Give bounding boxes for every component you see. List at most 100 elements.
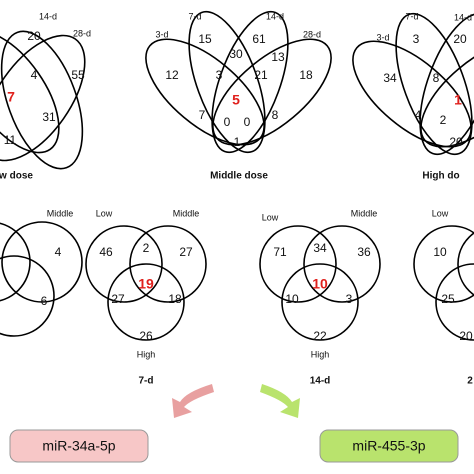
region-count: 0 bbox=[224, 115, 231, 129]
venn-ellipse bbox=[211, 10, 289, 154]
highlight-count: 19 bbox=[138, 276, 154, 292]
arrow-down-left-icon bbox=[172, 384, 214, 418]
set-label: High bbox=[137, 349, 156, 359]
region-count: 27 bbox=[111, 292, 125, 306]
region-count: 30 bbox=[229, 47, 243, 61]
region-count: 18 bbox=[299, 68, 313, 82]
venn-circle bbox=[129, 225, 207, 303]
region-count: 10 bbox=[433, 245, 447, 259]
region-count: 31 bbox=[42, 110, 56, 124]
region-count: 8 bbox=[272, 108, 279, 122]
venn-ellipse bbox=[188, 10, 266, 154]
highlight-count: 1 bbox=[454, 92, 462, 108]
set-label: 14-d bbox=[454, 12, 472, 22]
venn-high-dose: 3-d 7-d 14-d 3 20 34 8 4 2 1 20 High do bbox=[352, 11, 474, 182]
region-count: 36 bbox=[357, 245, 371, 259]
set-label: 28-d bbox=[303, 29, 321, 39]
region-count: 2 bbox=[440, 113, 447, 127]
region-count: 7 bbox=[199, 108, 206, 122]
region-count: 3 bbox=[216, 68, 223, 82]
panel-caption: 7-d bbox=[139, 376, 154, 387]
region-count: 26 bbox=[139, 329, 153, 343]
region-count: 15 bbox=[198, 32, 212, 46]
region-count: 10 bbox=[285, 292, 299, 306]
set-label: 3-d bbox=[155, 29, 168, 39]
set-label: High bbox=[311, 349, 330, 359]
region-count: 55 bbox=[71, 68, 85, 82]
output-mir-455: miR-455-3p bbox=[319, 429, 459, 463]
panel-caption: Middle dose bbox=[210, 171, 268, 182]
venn-28-day-cropped: Low 10 25 20 2 bbox=[413, 208, 474, 387]
venn-ellipse bbox=[420, 40, 474, 148]
set-label: Middle bbox=[351, 208, 378, 218]
output-pill bbox=[9, 429, 149, 463]
region-count: 20 bbox=[449, 135, 463, 149]
set-label: 3-d bbox=[376, 32, 389, 42]
highlight-count: 5 bbox=[232, 92, 240, 108]
panel-caption: High do bbox=[422, 171, 459, 182]
region-count: 1 bbox=[234, 135, 241, 149]
region-count: 20 bbox=[459, 329, 473, 343]
venn-circle bbox=[303, 225, 381, 303]
set-label: Low bbox=[432, 208, 449, 218]
region-count: 2 bbox=[143, 241, 150, 255]
region-count: 22 bbox=[313, 329, 327, 343]
region-count: 20 bbox=[453, 32, 467, 46]
set-label: Middle bbox=[47, 208, 74, 218]
region-count: 27 bbox=[179, 245, 193, 259]
arrow-down-right-icon bbox=[260, 384, 300, 418]
venn-circle bbox=[259, 225, 337, 303]
venn-circle bbox=[85, 225, 163, 303]
venn-circle bbox=[1, 221, 83, 303]
region-count: 6 bbox=[41, 294, 48, 308]
venn-circle bbox=[435, 263, 474, 341]
set-label: Middle bbox=[173, 208, 200, 218]
set-label: 28-d bbox=[73, 28, 91, 38]
region-count: 4 bbox=[31, 68, 38, 82]
output-label: miR-455-3p bbox=[352, 438, 425, 454]
panel-caption: 14-d bbox=[310, 376, 331, 387]
panel-caption: 2 bbox=[467, 376, 473, 387]
region-count: 8 bbox=[433, 71, 440, 85]
highlight-count: 7 bbox=[7, 89, 15, 105]
venn-low-middle-high-cropped: Middle 4 6 bbox=[0, 208, 83, 337]
highlight-count: 10 bbox=[312, 276, 328, 292]
region-count: 71 bbox=[273, 245, 287, 259]
region-count: 11 bbox=[4, 133, 17, 147]
venn-ellipse bbox=[395, 12, 473, 156]
venn-circle bbox=[0, 222, 31, 302]
venn-circle bbox=[281, 263, 359, 341]
region-count: 4 bbox=[55, 245, 62, 259]
region-count: 34 bbox=[313, 241, 327, 255]
venn-circle bbox=[457, 232, 474, 296]
region-count: 61 bbox=[252, 32, 266, 46]
region-count: 13 bbox=[271, 50, 285, 64]
region-count: 4 bbox=[415, 108, 422, 122]
venn-14-day: Low Middle High 71 34 36 10 10 3 22 14-d bbox=[259, 208, 381, 387]
set-label: Low bbox=[96, 208, 113, 218]
venn-circle bbox=[107, 263, 185, 341]
region-count: 21 bbox=[254, 68, 268, 82]
venn-7-day: Low Middle High 46 2 27 27 19 18 26 7-d bbox=[85, 208, 207, 387]
output-mir-34a: miR-34a-5p bbox=[9, 429, 149, 463]
set-label: 14-d bbox=[266, 11, 284, 21]
output-label: miR-34a-5p bbox=[42, 438, 115, 454]
panel-caption: w dose bbox=[0, 171, 33, 182]
region-count: 3 bbox=[413, 32, 420, 46]
region-count: 12 bbox=[165, 68, 179, 82]
venn-ellipse bbox=[0, 30, 84, 170]
venn-ellipse bbox=[0, 30, 60, 154]
region-count: 18 bbox=[168, 292, 182, 306]
region-count: 25 bbox=[441, 292, 455, 306]
venn-ellipse bbox=[419, 12, 474, 156]
venn-circle bbox=[413, 225, 474, 303]
output-pill bbox=[319, 429, 459, 463]
venn-middle-dose: 3-d 7-d 14-d 28-d 15 61 12 30 13 3 21 18… bbox=[145, 10, 332, 182]
region-count: 3 bbox=[346, 292, 353, 306]
region-count: 34 bbox=[383, 71, 397, 85]
region-count: 46 bbox=[99, 245, 113, 259]
set-label: 7-d bbox=[188, 11, 201, 21]
set-label: Low bbox=[262, 212, 279, 222]
set-label: 14-d bbox=[39, 11, 57, 21]
set-label: 7-d bbox=[405, 11, 418, 21]
